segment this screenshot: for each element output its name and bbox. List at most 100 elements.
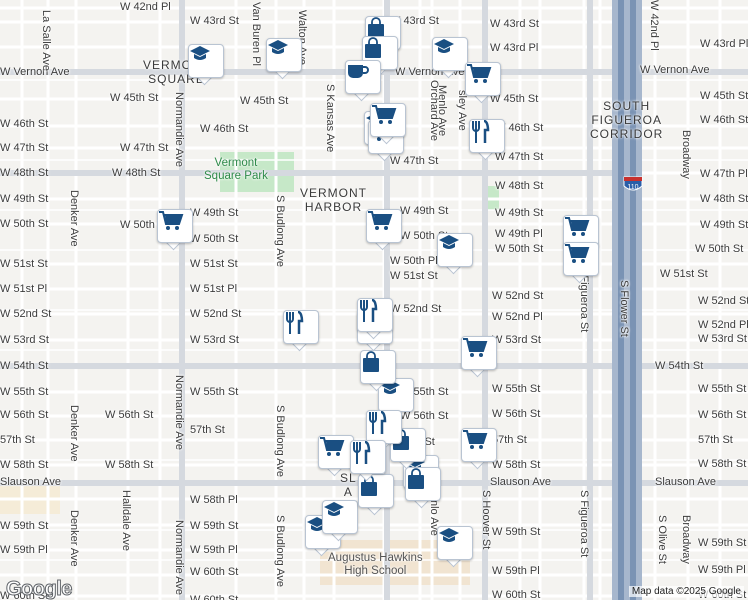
school-icon: [432, 37, 468, 71]
interstate-110-shield: 110: [623, 176, 643, 194]
grocery-marker[interactable]: [563, 242, 599, 284]
street-label: W 55th St: [0, 386, 49, 398]
cart-icon: [157, 209, 193, 243]
school-marker[interactable]: [437, 526, 473, 568]
shopping-marker[interactable]: [358, 474, 394, 516]
street-label: W 59th St: [698, 537, 747, 549]
street-label: W 48th St: [700, 193, 748, 205]
restaurant-icon: [283, 310, 319, 344]
school-marker[interactable]: [437, 233, 473, 275]
street-label: W 53rd St: [190, 334, 239, 346]
grocery-marker[interactable]: [370, 103, 406, 145]
cart-icon: [461, 336, 497, 370]
street-label: W 49th St: [495, 207, 544, 219]
restaurant-icon: [366, 410, 402, 444]
grocery-marker[interactable]: [157, 209, 193, 251]
street-label: W 60th St: [190, 566, 239, 578]
street-label: W 51st Pl: [0, 283, 48, 295]
street-label: 57th St: [698, 434, 733, 446]
street-label: W 59th St: [0, 520, 49, 532]
school-icon: [188, 44, 224, 78]
street-label: W 50th Pl: [390, 255, 438, 267]
street-label: W 51st St: [0, 258, 48, 270]
shopping-marker[interactable]: [405, 467, 441, 509]
cafe-marker[interactable]: [345, 60, 381, 102]
grocery-marker[interactable]: [465, 62, 501, 104]
street-label: W 46th St: [495, 122, 544, 134]
street-label: W 49th St: [0, 193, 49, 205]
street-label: W 52nd St: [0, 308, 52, 320]
street-label: W 53rd St: [0, 334, 49, 346]
street-label: W 43rd St: [190, 15, 239, 27]
grocery-marker[interactable]: [366, 209, 402, 251]
street-label: W 60th St: [190, 594, 239, 600]
street-label: W 53rd St: [698, 333, 747, 345]
cart-icon: [461, 428, 497, 462]
school-marker[interactable]: [432, 37, 468, 79]
google-logo[interactable]: Google: [6, 578, 73, 600]
avenue-label: La Salle Ave: [40, 10, 52, 71]
street-label: W 56th St: [698, 409, 747, 421]
avenue-label: S Olive St: [656, 515, 668, 564]
map-copyright[interactable]: Map data ©2025 Google: [628, 586, 744, 597]
school-icon: [437, 233, 473, 267]
street-label: W 50th St: [190, 233, 239, 245]
restaurant-marker[interactable]: [357, 298, 393, 340]
restaurant-marker[interactable]: [469, 119, 505, 161]
school-marker[interactable]: [266, 38, 302, 80]
restaurant-marker[interactable]: [350, 440, 386, 482]
svg-text:110: 110: [627, 184, 638, 191]
avenue-label: Denker Ave: [68, 405, 80, 462]
shopping-marker[interactable]: [360, 350, 396, 392]
street-label: W 60th St: [0, 590, 49, 600]
street-label: W Vernon Ave: [0, 66, 70, 78]
street-label: W 55th St: [492, 383, 541, 395]
street-label: W 48th St: [495, 180, 544, 192]
street-label: W 59th Pl: [698, 564, 746, 576]
street-label: W 52nd Pl: [698, 319, 748, 331]
street-label: W 45th St: [110, 92, 159, 104]
restaurant-marker[interactable]: [283, 310, 319, 352]
street-label: W 47th St: [120, 142, 169, 154]
street-label: 57th St: [492, 434, 527, 446]
shopping-icon: [358, 474, 394, 508]
street-label: W 49th Pl: [495, 228, 543, 240]
school-marker[interactable]: [322, 500, 358, 542]
street-label: W 43rd Pl: [490, 42, 539, 54]
grocery-marker[interactable]: [318, 435, 354, 477]
street-label: W 59th Pl: [492, 565, 540, 577]
street-label: 57th St: [0, 434, 35, 446]
street-label: W 56th St: [492, 408, 541, 420]
street-label: W 51st St: [190, 258, 238, 270]
street-label: W 51st Pl: [190, 283, 238, 295]
street-label: W 51st St: [660, 268, 708, 280]
street-label: W 43rd St: [490, 18, 539, 30]
street-label: W 43rd St: [390, 15, 439, 27]
street-label: W 52nd St: [698, 295, 748, 307]
shopping-icon: [405, 467, 441, 501]
cart-icon: [370, 103, 406, 137]
avenue-label: Broadway: [680, 130, 692, 179]
grocery-marker[interactable]: [461, 428, 497, 470]
school-marker[interactable]: [188, 44, 224, 86]
street-label: W 50th St: [400, 230, 449, 242]
cart-icon: [563, 242, 599, 276]
avenue-label: Menlo Ave: [436, 85, 448, 137]
street-label: W 54th St: [0, 360, 49, 372]
street-label: W 56th St: [400, 410, 449, 422]
street-label: W 47th St: [390, 155, 439, 167]
street-label: W 47th Pl: [700, 168, 748, 180]
grocery-marker[interactable]: [461, 336, 497, 378]
restaurant-icon: [469, 119, 505, 153]
street-label: W 49th St: [400, 205, 449, 217]
street-label: W 52nd Pl: [492, 311, 543, 323]
avenue-label: Denker Ave: [68, 190, 80, 247]
street-label: W 53rd St: [492, 334, 541, 346]
street-label: W 52nd St: [390, 303, 442, 315]
school-icon: [266, 38, 302, 72]
street-label: W 49th St: [700, 219, 748, 231]
street-label: W 42nd Pl: [120, 1, 171, 13]
